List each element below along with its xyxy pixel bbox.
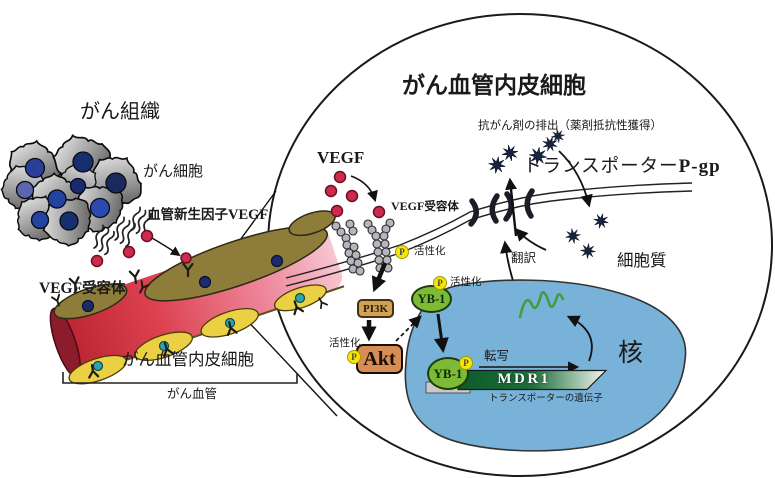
vessel-cell-nuclei [81,254,284,313]
vegf-dot-bound-vessel [180,252,192,264]
transporter-name: P-gp [678,156,721,177]
receptor-label-circle: VEGF受容体 [391,199,459,213]
vegf-label-circle: VEGF [317,148,365,167]
transcription-label: 転写 [484,348,510,363]
yb1-to-nucleus-arrow [433,313,449,353]
nucleus-shape [404,279,687,452]
mdr1-gene-name: MDR1 [497,371,551,387]
vessel-cell-nuclei-teal [92,292,306,372]
angiogenesis-factor-label: 血管新生因子VEGF [147,207,269,224]
phospho-badge-yb1-nuclear: P [459,356,473,370]
vessel-receptor-label: VEGF受容体 [39,280,126,298]
transporter-prefix: トランスポーター [523,156,679,177]
vegf-binding-arrow [350,175,378,203]
transporter-label: トランスポーターP-gp [523,156,721,178]
vegf-receptor-bead-chains [331,218,395,276]
receptor-to-pi3k-arrow [371,262,388,293]
vessel-bracket [62,372,298,384]
vegf-dots-tissue [90,229,154,268]
activation-label-receptor: 活性化 [414,245,446,257]
phospho-badge-yb1: P [433,276,447,290]
vegf-dots-circle [324,170,359,218]
phospho-badge-akt: P [347,350,361,364]
drug-to-channel-arrow [515,228,547,251]
endothelial-label-left: がん血管内皮細胞 [122,350,254,369]
akt-to-yb1-dashed-arrow [395,315,422,342]
signaling-arrows [361,262,449,353]
cancer-cell-cluster [0,126,154,255]
akt-node: Akt [356,344,403,374]
cancer-cell-label: がん細胞 [143,162,204,180]
cancer-cell-nuclei [15,151,127,231]
tissue-title: がん組織 [80,99,160,123]
angiogenesis-vegf: VEGF [228,207,269,223]
blood-vessel [49,210,345,385]
pi3k-node: PI3K [357,299,394,318]
vessel-receptor-suffix: 受容体 [82,281,126,297]
nucleus-label: 核 [618,338,644,367]
pgp-channel-icons [468,188,535,227]
phospho-badge-receptor: P [395,245,409,259]
cell-membrane [285,182,693,287]
gene-to-mrna-arrow [566,315,593,362]
activation-label-akt: 活性化 [329,337,361,349]
vessel-label: がん血管 [167,386,218,401]
gene-caption: トランスポーターの遺伝子 [489,393,603,404]
receptor-vegf-circle: VEGF [391,199,425,213]
vegf-binding-arrow-left [151,237,181,257]
efflux-label: 抗がん剤の排出（薬剤抵抗性獲得） [478,118,662,132]
vessel-receptor-vegf: VEGF [39,280,83,297]
activation-label-yb1: 活性化 [450,276,482,288]
mrna-icon [518,291,565,319]
drug-influx-arrow [558,150,593,208]
cytoplasm-label: 細胞質 [617,251,667,270]
vegf-receptor-unbound [331,219,365,276]
translation-label: 翻訳 [511,250,537,265]
angiogenesis-prefix: 血管新生因子 [147,207,228,223]
vegf-dot-bound [372,205,386,219]
yb1-node: YB-1 [411,285,452,313]
receptor-suffix-circle: 受容体 [424,199,459,213]
drug-efflux-arrow [505,177,518,237]
cell-title: がん血管内皮細胞 [402,73,586,99]
